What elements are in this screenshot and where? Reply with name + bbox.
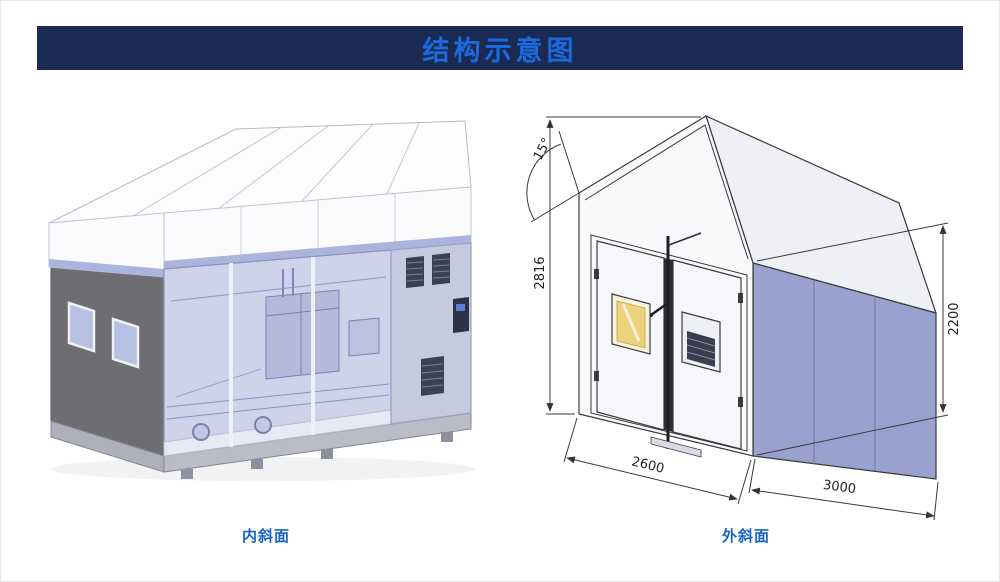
dimension-side-depth: 3000	[748, 458, 939, 521]
end-window-1	[67, 301, 96, 353]
total-height-label: 2816	[533, 256, 548, 289]
right-door-window	[681, 311, 721, 373]
control-screen	[456, 304, 465, 311]
dimension-roof-angle: 15°	[526, 130, 580, 223]
title-banner: 结构示意图	[37, 26, 963, 70]
interior-equipment	[166, 268, 390, 420]
chamber-left-end-panel	[50, 255, 165, 457]
left-door-window	[611, 293, 651, 355]
chamber-left-fascia	[48, 212, 165, 278]
roof-edge-trim	[584, 124, 749, 260]
dimension-wall-height: 2200	[756, 222, 962, 456]
rod-brace	[668, 232, 702, 246]
front-width-label: 2600	[630, 454, 666, 476]
end-window-2	[111, 317, 140, 369]
caption-inner-view: 内斜面	[241, 527, 290, 545]
vent-grille-top-1	[406, 256, 424, 288]
caption-outer-view: 外斜面	[721, 527, 770, 545]
door-frame	[590, 234, 748, 452]
vent-grille-lower	[421, 356, 444, 396]
door-handle	[650, 301, 669, 317]
wall-height-label: 2200	[947, 302, 962, 335]
machinery-compartment	[390, 242, 472, 425]
double-doors	[594, 232, 743, 458]
inner-view-figure	[48, 120, 475, 481]
vent-grille-top-2	[432, 253, 450, 285]
dimension-total-height: 2816	[533, 116, 701, 415]
port-knob-2	[254, 416, 272, 434]
outer-view-figure: 15° 2816 2200 2600 3000	[526, 114, 962, 521]
port-knob-1	[192, 423, 210, 441]
roof-angle-label: 15°	[531, 136, 555, 163]
side-depth-label: 3000	[822, 478, 857, 497]
chamber-glass-wall	[163, 249, 392, 457]
control-panel	[453, 297, 469, 333]
page-title: 结构示意图	[422, 35, 578, 67]
chamber-front-fascia	[163, 186, 472, 270]
